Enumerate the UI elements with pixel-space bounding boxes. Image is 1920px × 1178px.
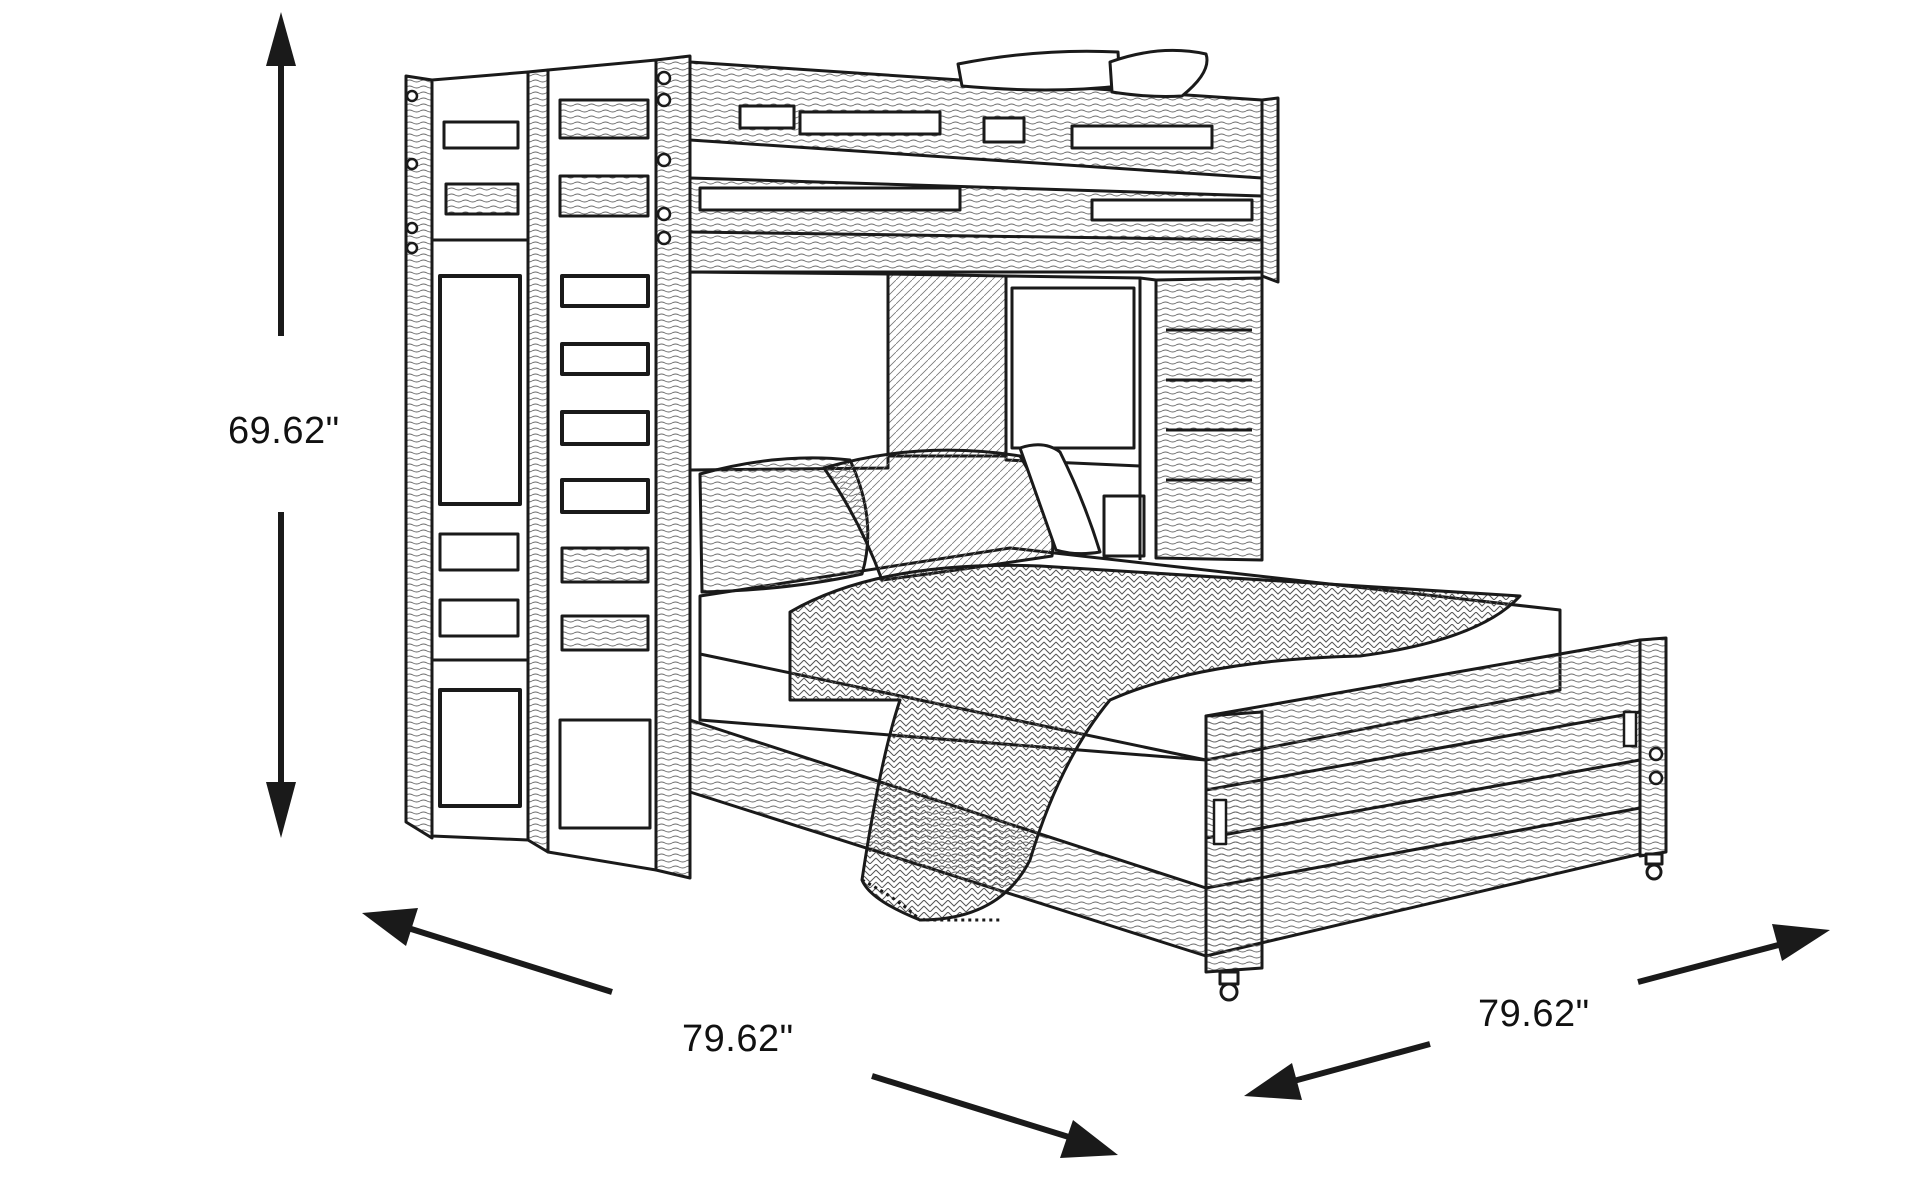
lower-bed-drawing [688, 443, 1668, 1002]
dresser-panel [1154, 276, 1264, 562]
back-left-post [404, 74, 434, 840]
ladder-front-post [654, 54, 692, 880]
depth-dimension-arrow [1244, 924, 1830, 1100]
left-front-post [526, 68, 550, 854]
height-dimension-arrow [266, 12, 296, 838]
depth-dimension-label: 79.62" [1478, 993, 1590, 1035]
bed-casters [1218, 852, 1664, 1002]
footboard-right-post [1638, 636, 1668, 858]
under-bunk-opening [688, 270, 890, 472]
width-dimension-arrow [362, 908, 1118, 1158]
height-dimension-label: 69.62" [228, 410, 340, 452]
loft-bed-drawing [404, 48, 1280, 880]
throw-blanket [788, 563, 1522, 922]
bookcase-panel [886, 272, 1008, 458]
footboard-left-post [1204, 710, 1264, 974]
upper-pillow [956, 49, 1122, 92]
lower-pillow-center [822, 448, 1055, 582]
width-dimension-label: 79.62" [682, 1018, 794, 1060]
